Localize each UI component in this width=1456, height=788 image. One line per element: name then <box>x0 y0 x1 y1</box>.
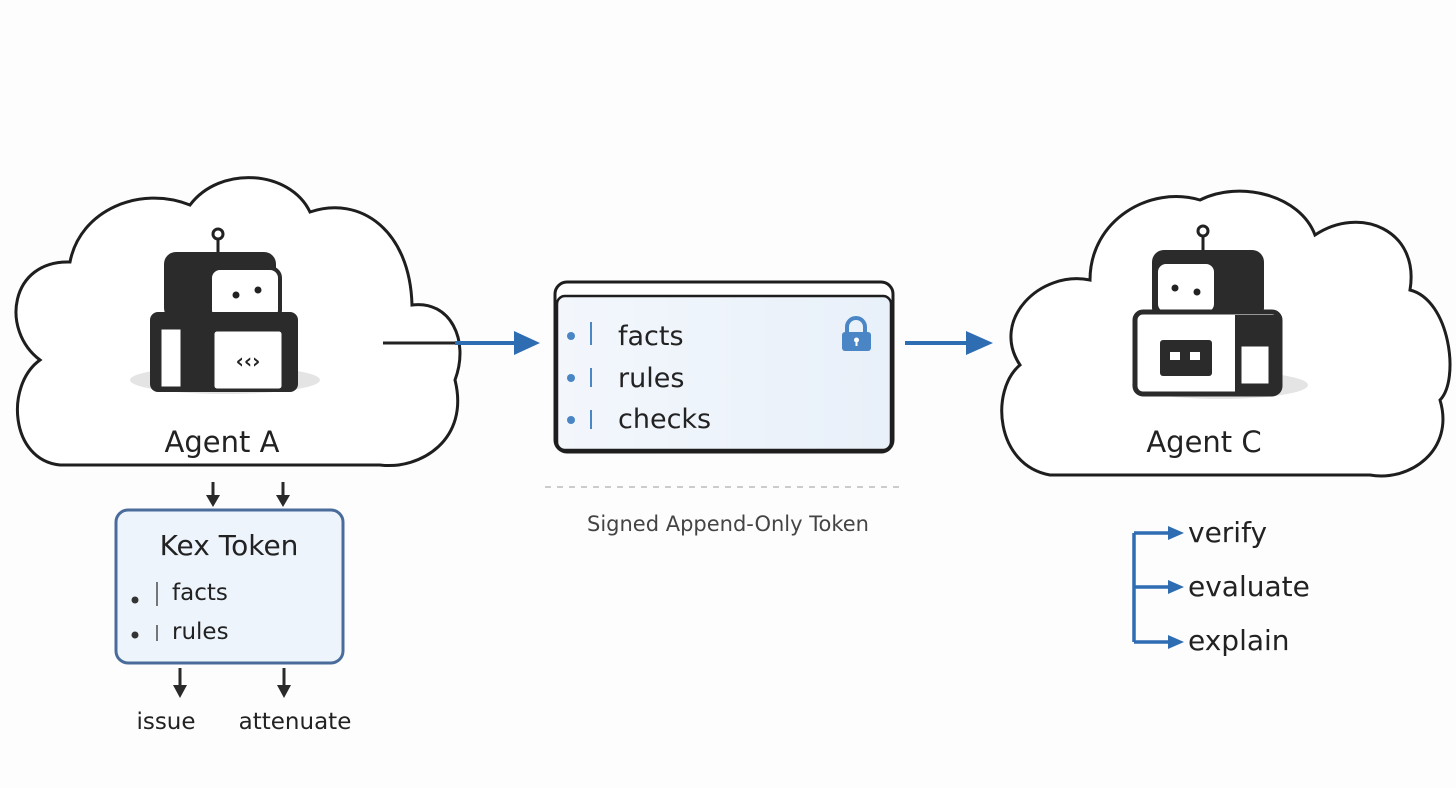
arrows-a-to-kex <box>211 482 285 498</box>
arrow-token-to-c <box>905 331 993 355</box>
agent-c-branch <box>1132 531 1170 644</box>
agent-a-label: Agent A <box>165 425 280 459</box>
token-item-facts: facts <box>618 321 684 352</box>
token-item-rules: rules <box>618 363 684 394</box>
svg-text:‹‹›: ‹‹› <box>236 349 261 373</box>
kex-token-card: Kex Token facts rules <box>114 508 345 665</box>
robot-icon <box>1132 224 1308 399</box>
arrow-a-to-token <box>383 331 540 355</box>
kex-token-title: Kex Token <box>160 529 299 562</box>
action-evaluate: evaluate <box>1188 570 1310 603</box>
lock-icon <box>842 316 871 351</box>
kex-item-rules: rules <box>172 619 229 645</box>
action-issue: issue <box>136 709 195 735</box>
action-attenuate: attenuate <box>239 709 352 735</box>
agent-c-label: Agent C <box>1146 425 1261 459</box>
token-item-checks: checks <box>618 404 711 435</box>
robot-code-icon: ‹‹› <box>130 227 320 394</box>
signed-token-card: facts rules checks <box>553 280 895 454</box>
action-verify: verify <box>1188 516 1267 549</box>
kex-item-facts: facts <box>172 580 228 606</box>
signed-token-caption: Signed Append-Only Token <box>587 512 869 536</box>
action-explain: explain <box>1188 624 1290 657</box>
